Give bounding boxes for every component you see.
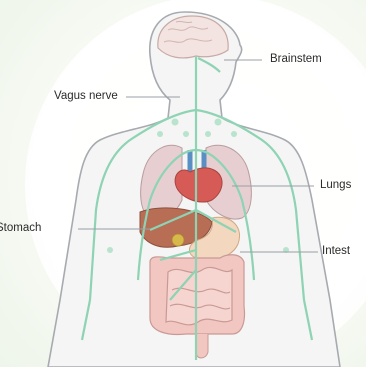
label-brainstem: Brainstem [270,54,322,66]
small-intestine [166,267,232,324]
label-intestine: Intest [322,246,350,258]
gallbladder [172,234,184,246]
label-stomach: Stomach [0,223,41,235]
rectum [196,334,208,358]
label-lungs: Lungs [320,180,351,192]
label-vagus-nerve: Vagus nerve [54,91,118,103]
